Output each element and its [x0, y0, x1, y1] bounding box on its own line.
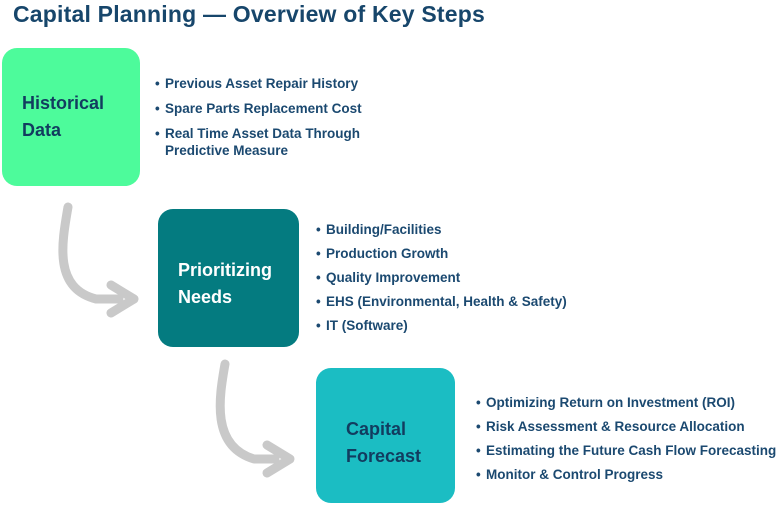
page-title: Capital Planning — Overview of Key Steps — [13, 1, 485, 27]
bullet-item: Quality Improvement — [316, 269, 656, 286]
step-box-historical-data: Historical Data — [2, 48, 140, 186]
bullet-item: Estimating the Future Cash Flow Forecast… — [476, 442, 778, 459]
bullet-item: Risk Assessment & Resource Allocation — [476, 418, 778, 435]
step-label-prioritizing-needs: Prioritizing Needs — [178, 260, 272, 307]
bullet-list-prioritizing-needs: Building/Facilities Production Growth Qu… — [316, 221, 656, 341]
bullet-item: Real Time Asset Data Through Predictive … — [155, 125, 395, 159]
step-box-prioritizing-needs: Prioritizing Needs — [158, 209, 299, 347]
step-label-capital-forecast: Capital Forecast — [346, 418, 422, 466]
step-label-historical-data: Historical Data — [22, 93, 105, 140]
bullet-item: Monitor & Control Progress — [476, 466, 778, 483]
step-box-capital-forecast: Capital Forecast — [316, 368, 455, 503]
curved-arrow-2-icon — [215, 359, 295, 478]
bullet-item: Optimizing Return on Investment (ROI) — [476, 394, 778, 411]
bullet-item: Spare Parts Replacement Cost — [155, 100, 395, 117]
bullet-item: Building/Facilities — [316, 221, 656, 238]
bullet-item: Previous Asset Repair History — [155, 75, 395, 92]
bullet-item: Production Growth — [316, 245, 656, 262]
bullet-item: EHS (Environmental, Health & Safety) — [316, 293, 656, 310]
bullet-list-historical-data: Previous Asset Repair History Spare Part… — [155, 75, 395, 167]
bullet-item: IT (Software) — [316, 317, 656, 334]
curved-arrow-1-icon — [58, 202, 139, 318]
bullet-list-capital-forecast: Optimizing Return on Investment (ROI) Ri… — [476, 394, 778, 490]
